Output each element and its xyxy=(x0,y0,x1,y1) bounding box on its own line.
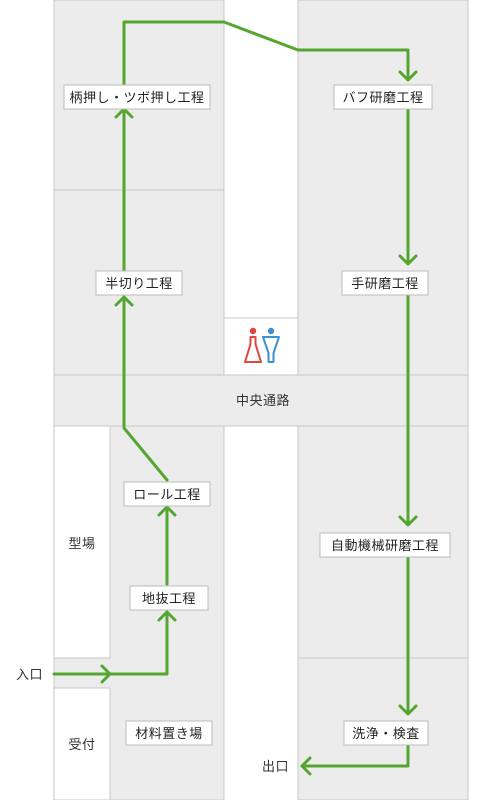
process-box-wash-inspect: 洗浄・検査 xyxy=(343,720,429,746)
entrance-label: 入口 xyxy=(16,668,43,683)
arrowhead-to-hand-polish xyxy=(398,254,418,266)
flow-line-left-top xyxy=(122,20,410,87)
process-box-buff-polish: バフ研磨工程 xyxy=(333,84,433,110)
flow-line-left-diagonal xyxy=(122,297,169,482)
process-box-half-cut: 半切り工程 xyxy=(95,270,183,296)
hand-polish-label: 手研磨工程 xyxy=(351,277,419,292)
ground-removal-label: 地抜工程 xyxy=(142,591,196,607)
corridor-label: 中央通路 xyxy=(236,393,290,409)
process-box-handle-press: 柄押し・ツボ押し工程 xyxy=(63,84,211,110)
arrowhead-to-ground-removal xyxy=(157,610,177,622)
process-box-material-storage: 材料置き場 xyxy=(125,720,213,746)
arrowhead-to-roll xyxy=(157,505,177,517)
process-box-hand-polish: 手研磨工程 xyxy=(341,270,429,296)
restroom-room xyxy=(223,317,299,376)
process-box-auto-polish: 自動機械研磨工程 xyxy=(319,532,451,558)
arrowhead-to-auto-polish xyxy=(398,515,418,527)
wash-inspect-label: 洗浄・検査 xyxy=(352,727,420,742)
arrowhead-to-half-cut xyxy=(114,295,134,307)
exit-label: 出口 xyxy=(262,760,289,775)
reception-room xyxy=(53,687,111,800)
auto-polish-label: 自動機械研磨工程 xyxy=(331,539,439,554)
material-storage-label: 材料置き場 xyxy=(135,727,203,742)
half-cut-label: 半切り工程 xyxy=(105,277,173,292)
mold-room xyxy=(53,425,111,659)
process-box-ground-removal: 地抜工程 xyxy=(129,585,209,611)
flow-line-exit xyxy=(300,744,410,768)
buff-polish-label: バフ研磨工程 xyxy=(342,91,423,106)
mold-room-label: 型場 xyxy=(68,537,95,552)
reception-label: 受付 xyxy=(68,738,95,753)
restroom-icon xyxy=(244,327,280,363)
handle-press-label: 柄押し・ツボ押し工程 xyxy=(69,91,204,106)
roll-label: ロール工程 xyxy=(133,488,201,503)
process-flow xyxy=(52,20,418,776)
arrowhead-to-buff xyxy=(398,70,418,82)
flow-line-left-bottom xyxy=(108,612,169,676)
right-zone-top xyxy=(297,0,469,376)
process-box-roll: ロール工程 xyxy=(123,481,211,507)
arrowhead-to-exit xyxy=(300,756,312,776)
arrowhead-to-wash xyxy=(398,704,418,716)
